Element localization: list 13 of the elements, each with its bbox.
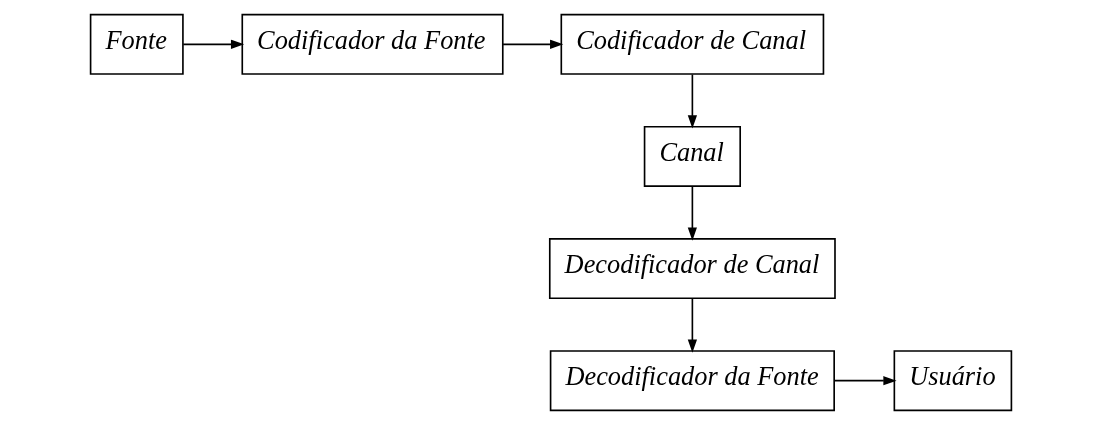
arrow <box>833 376 897 386</box>
arrow <box>501 39 563 49</box>
arrow <box>687 297 697 353</box>
arrow <box>687 185 697 241</box>
node-box: Codificador de Canal <box>559 13 824 75</box>
node-box: Decodificador de Canal <box>548 238 836 300</box>
node-box: Fonte <box>89 13 184 75</box>
node-box: Canal <box>643 125 741 187</box>
node-box: Usuário <box>893 350 1012 412</box>
arrow <box>181 39 244 49</box>
node-box: Decodificador da Fonte <box>549 350 835 412</box>
node-box: Codificador da Fonte <box>240 13 504 75</box>
arrow <box>687 73 697 129</box>
